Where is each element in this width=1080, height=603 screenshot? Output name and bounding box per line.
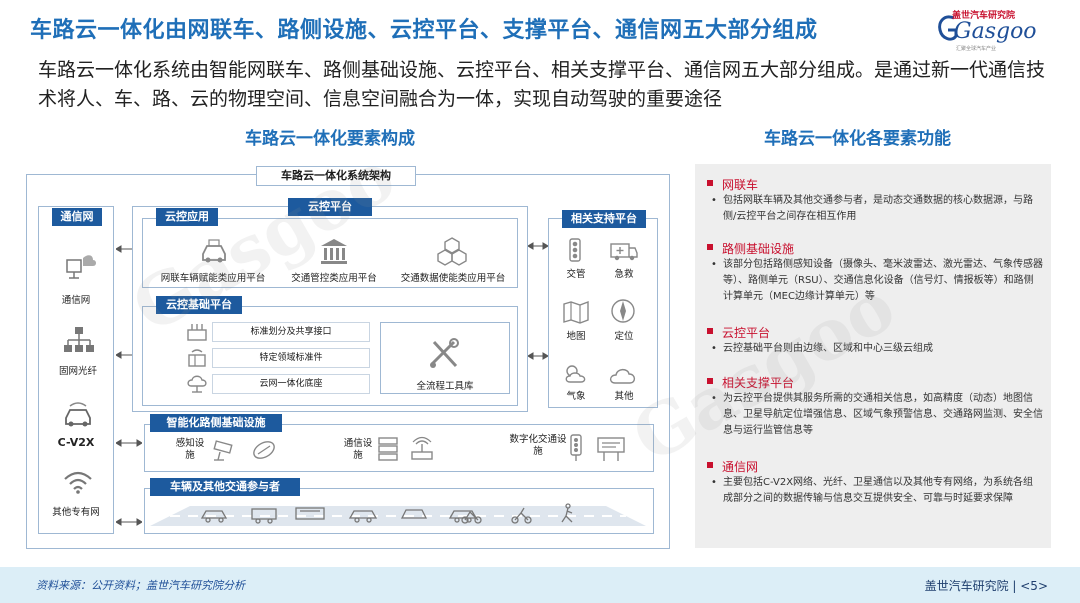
fiber-network-icon (64, 327, 94, 352)
function-title-cloud: 云控平台 (707, 324, 770, 341)
weather-icon (565, 365, 586, 383)
support-item-map: 地图 (566, 331, 586, 342)
support-item-weather: 气象 (566, 391, 586, 402)
base-item-components: 特定领域标准件 (212, 348, 370, 368)
data-cubes-icon (437, 237, 467, 266)
support-item-other: 其他 (614, 391, 634, 402)
toolchain-box (380, 322, 510, 394)
roadside-item-sensing: 感知设施 (175, 438, 205, 461)
wifi-icon (64, 471, 92, 494)
support-item-traffic: 交管 (566, 269, 586, 280)
network-item-fiber: 固网光纤 (58, 366, 97, 377)
function-body-support: 为云控平台提供其服务所需的交通相关信息，如高精度（动态）地图信息、卫星导航定位增… (709, 391, 1043, 439)
base-item-cloudnet: 云网一体化底座 (212, 374, 370, 394)
logo-subtext: 汇聚全球汽车产业 (956, 46, 997, 52)
cloud-apps-title: 云控应用 (156, 208, 218, 226)
page-title: 车路云一体化由网联车、路侧设施、云控平台、支撑平台、通信网五大部分组成 (30, 18, 818, 43)
network-item-cv2x: C-V2X (57, 436, 95, 449)
network-device-icon (66, 255, 96, 279)
cloud-app-vehicle: 网联车辆赋能类应用平台 (160, 273, 266, 284)
footer-brand-page: 盖世汽车研究院 | <5> (924, 579, 1048, 593)
radar-dish-icon (253, 441, 275, 459)
traffic-control-building-icon (321, 239, 347, 264)
function-body-vehicle: 包括网联车辆及其他交通参与者，是动态交通数据的核心数据源，与路侧/云控平台之间存… (709, 193, 1043, 225)
camera-sensor-icon (213, 440, 233, 461)
function-body-roadside: 该部分包括路侧感知设备（摄像头、毫米波雷达、激光雷达、气象传感器等）、路侧单元（… (709, 257, 1043, 305)
base-item-standards: 标准划分及共享接口 (212, 322, 370, 342)
cloud-base-icon (187, 375, 207, 393)
network-item-telecom: 通信网 (61, 295, 91, 306)
logo-cn-text: 盖世汽车研究院 (952, 11, 1016, 21)
rsu-antenna-icon (411, 436, 433, 460)
component-icon (188, 349, 206, 367)
logo-en-text: Gasgoo (954, 19, 1037, 44)
toolchain-label: 全流程工具库 (416, 381, 474, 392)
architecture-title: 车路云一体化系统架构 (256, 166, 416, 186)
traffic-light-icon (569, 238, 581, 262)
function-title-vehicle: 网联车 (707, 176, 758, 193)
roadside-block (144, 424, 654, 472)
cloud-base-title: 云控基础平台 (156, 296, 242, 314)
road-participants-illustration (150, 503, 646, 526)
right-section-heading: 车路云一体化各要素功能 (764, 129, 951, 149)
cloud-app-data: 交通数据使能类应用平台 (400, 273, 506, 284)
interface-icon (187, 324, 207, 341)
support-platform-column (548, 218, 658, 408)
info-board-icon (597, 437, 625, 461)
function-title-network: 通信网 (707, 458, 758, 475)
ambulance-icon (610, 243, 638, 261)
map-icon (563, 300, 589, 324)
server-rack-icon (378, 437, 398, 461)
compass-location-icon (611, 299, 635, 323)
support-link-arrows (528, 242, 548, 360)
cloud-other-icon (609, 368, 636, 384)
footer-source: 资料来源：公开资料；盖世汽车研究院分析 (36, 579, 245, 592)
vehicles-title: 车辆及其他交通参与者 (150, 478, 300, 496)
functions-panel: 网联车 包括网联车辆及其他交通参与者，是动态交通数据的核心数据源，与路侧/云控平… (695, 164, 1051, 548)
cloud-platform-title: 云控平台 (288, 198, 372, 216)
connected-vehicle-app-icon (202, 239, 226, 263)
roadside-item-digital-facilities: 数字化交通设施 (509, 434, 567, 457)
logo-g-icon (938, 15, 958, 41)
signal-light-icon (570, 434, 582, 461)
gasgoo-logo: 盖世汽车研究院 Gasgoo 汇聚全球汽车产业 (936, 8, 1054, 52)
tools-wrench-icon (430, 338, 459, 368)
function-body-cloud: 云控基础平台则由边缘、区域和中心三级云组成 (709, 341, 1043, 357)
cloud-app-traffic: 交通管控类应用平台 (291, 273, 377, 284)
connected-car-icon (65, 402, 91, 427)
support-item-emergency: 急救 (614, 269, 634, 280)
footer-bar: 资料来源：公开资料；盖世汽车研究院分析 盖世汽车研究院 | <5> (0, 567, 1080, 603)
network-title: 通信网 (52, 208, 102, 226)
network-item-private: 其他专有网 (52, 507, 100, 518)
support-platform-title: 相关支持平台 (562, 210, 646, 228)
function-title-roadside: 路侧基础设施 (707, 240, 794, 257)
intro-paragraph: 车路云一体化系统由智能网联车、路侧基础设施、云控平台、相关支撑平台、通信网五大部… (38, 59, 1046, 110)
left-section-heading: 车路云一体化要素构成 (245, 129, 415, 149)
roadside-title: 智能化路侧基础设施 (150, 414, 282, 432)
function-title-support: 相关支撑平台 (707, 374, 794, 391)
function-body-network: 主要包括C-V2X网络、光纤、卫星通信以及其他专有网络，为系统各组成部分之间的数… (709, 475, 1043, 507)
roadside-item-communication: 通信设施 (343, 438, 373, 461)
support-item-positioning: 定位 (614, 331, 634, 342)
